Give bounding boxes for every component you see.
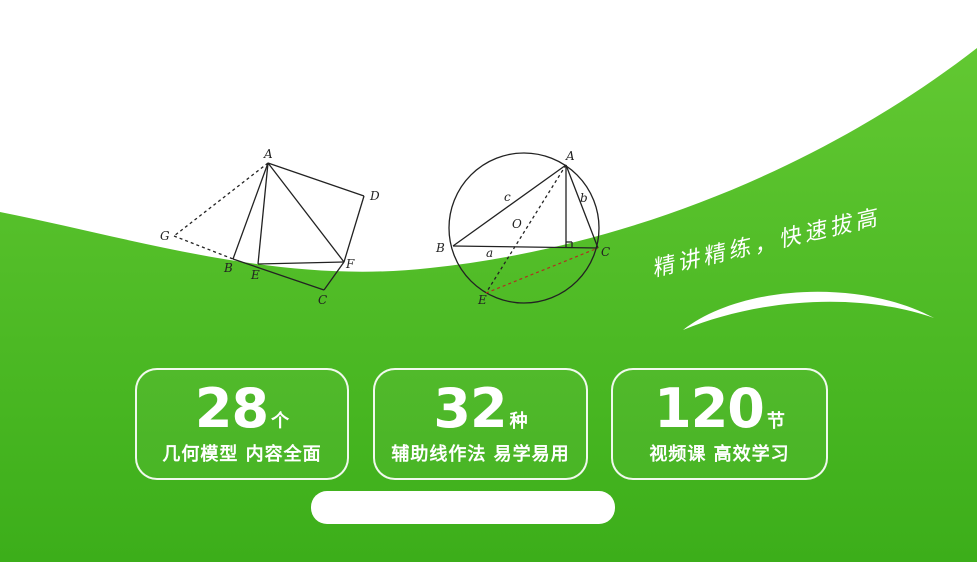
stat-number: 28 bbox=[194, 377, 269, 440]
green-wave bbox=[0, 48, 977, 562]
fig2-label-E: E bbox=[477, 293, 487, 307]
fig1-label-B: B bbox=[223, 261, 233, 275]
fig1-label-D: D bbox=[369, 189, 380, 203]
fig1-label-C: C bbox=[318, 293, 327, 307]
stat-unit: 种 bbox=[509, 411, 528, 432]
fig2-label-a: a bbox=[486, 246, 493, 260]
fig1-label-A: A bbox=[263, 147, 273, 161]
stat-caption: 辅助线作法 易学易用 bbox=[391, 444, 570, 465]
stat-caption: 几何模型 内容全面 bbox=[162, 444, 322, 465]
stat-number: 32 bbox=[433, 377, 507, 440]
fig1-label-F: F bbox=[345, 257, 355, 271]
geometry-figure-2 bbox=[448, 152, 600, 304]
fig2-label-O: O bbox=[512, 217, 522, 231]
fig2-label-C: C bbox=[601, 245, 610, 259]
slogan-swoosh bbox=[683, 291, 934, 330]
fig2-label-A: A bbox=[565, 149, 575, 163]
geometry-figure-1 bbox=[173, 162, 365, 291]
stat-number: 120 bbox=[654, 377, 765, 440]
fig2-label-c: c bbox=[504, 190, 511, 204]
fig2-label-B: B bbox=[435, 241, 445, 255]
fig1-label-G: G bbox=[160, 229, 170, 243]
fig1-label-E: E bbox=[250, 268, 260, 282]
stat-caption: 视频课 高效学习 bbox=[649, 444, 790, 465]
stat-unit: 节 bbox=[766, 411, 785, 432]
fig2-label-b: b bbox=[580, 191, 588, 205]
fig2-dashed-red bbox=[485, 247, 599, 294]
stat-unit: 个 bbox=[271, 411, 290, 432]
redacted-bar bbox=[311, 491, 615, 524]
